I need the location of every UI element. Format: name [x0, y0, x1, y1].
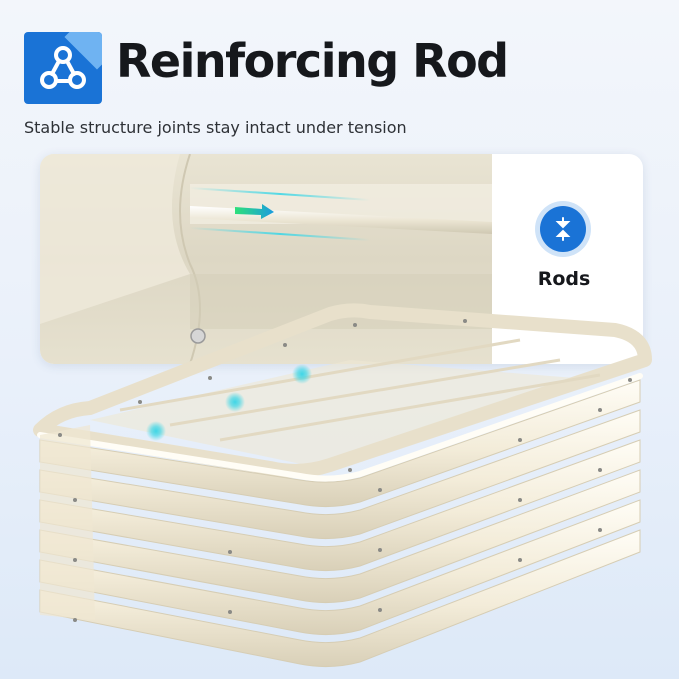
share-nodes-icon	[24, 32, 102, 104]
detail-card	[40, 154, 643, 364]
page-subtitle: Stable structure joints stay intact unde…	[24, 118, 407, 137]
bolt-icon	[190, 328, 206, 344]
direction-arrow-icon	[235, 204, 274, 219]
highlight-dot-3	[146, 421, 166, 441]
compress-arrows-icon	[540, 206, 586, 252]
share-nodes-glyph	[40, 46, 86, 89]
highlight-dot-1	[292, 364, 312, 384]
highlight-dot-2	[225, 392, 245, 412]
rod-closeup-photo	[40, 154, 492, 364]
compress-arrows-glyph	[555, 217, 571, 241]
page-title: Reinforcing Rod	[116, 34, 509, 88]
rods-label: Rods	[537, 268, 591, 290]
raised-bed-illustration	[33, 303, 652, 668]
